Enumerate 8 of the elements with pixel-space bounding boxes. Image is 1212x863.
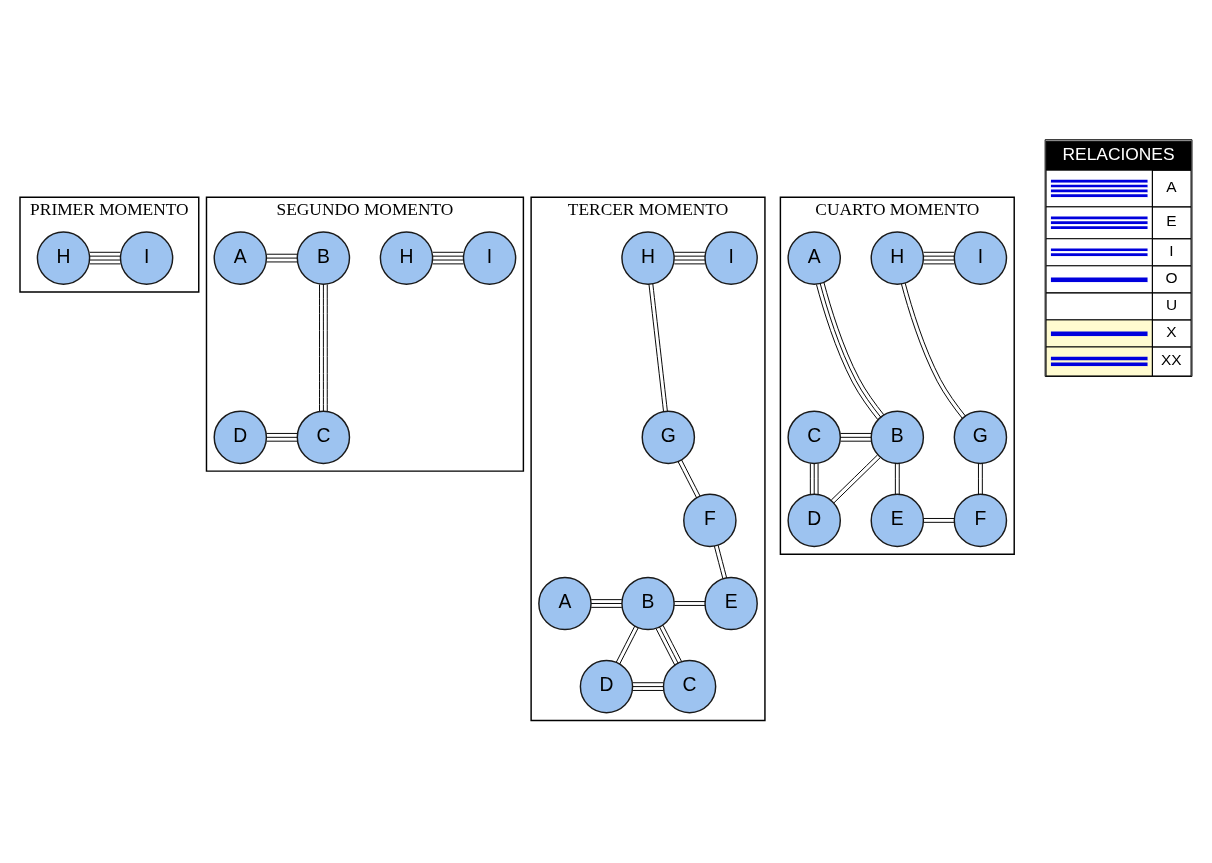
legend-label: U [1165, 295, 1178, 313]
legend-label: E [1166, 211, 1177, 229]
legend-label: O [1165, 268, 1178, 286]
legend-label: A [1166, 177, 1177, 195]
legend-label: XX [1161, 350, 1182, 368]
legend-label: I [1169, 241, 1174, 259]
label: RELACIONES [1062, 143, 1175, 164]
legend-label: X [1166, 322, 1177, 340]
